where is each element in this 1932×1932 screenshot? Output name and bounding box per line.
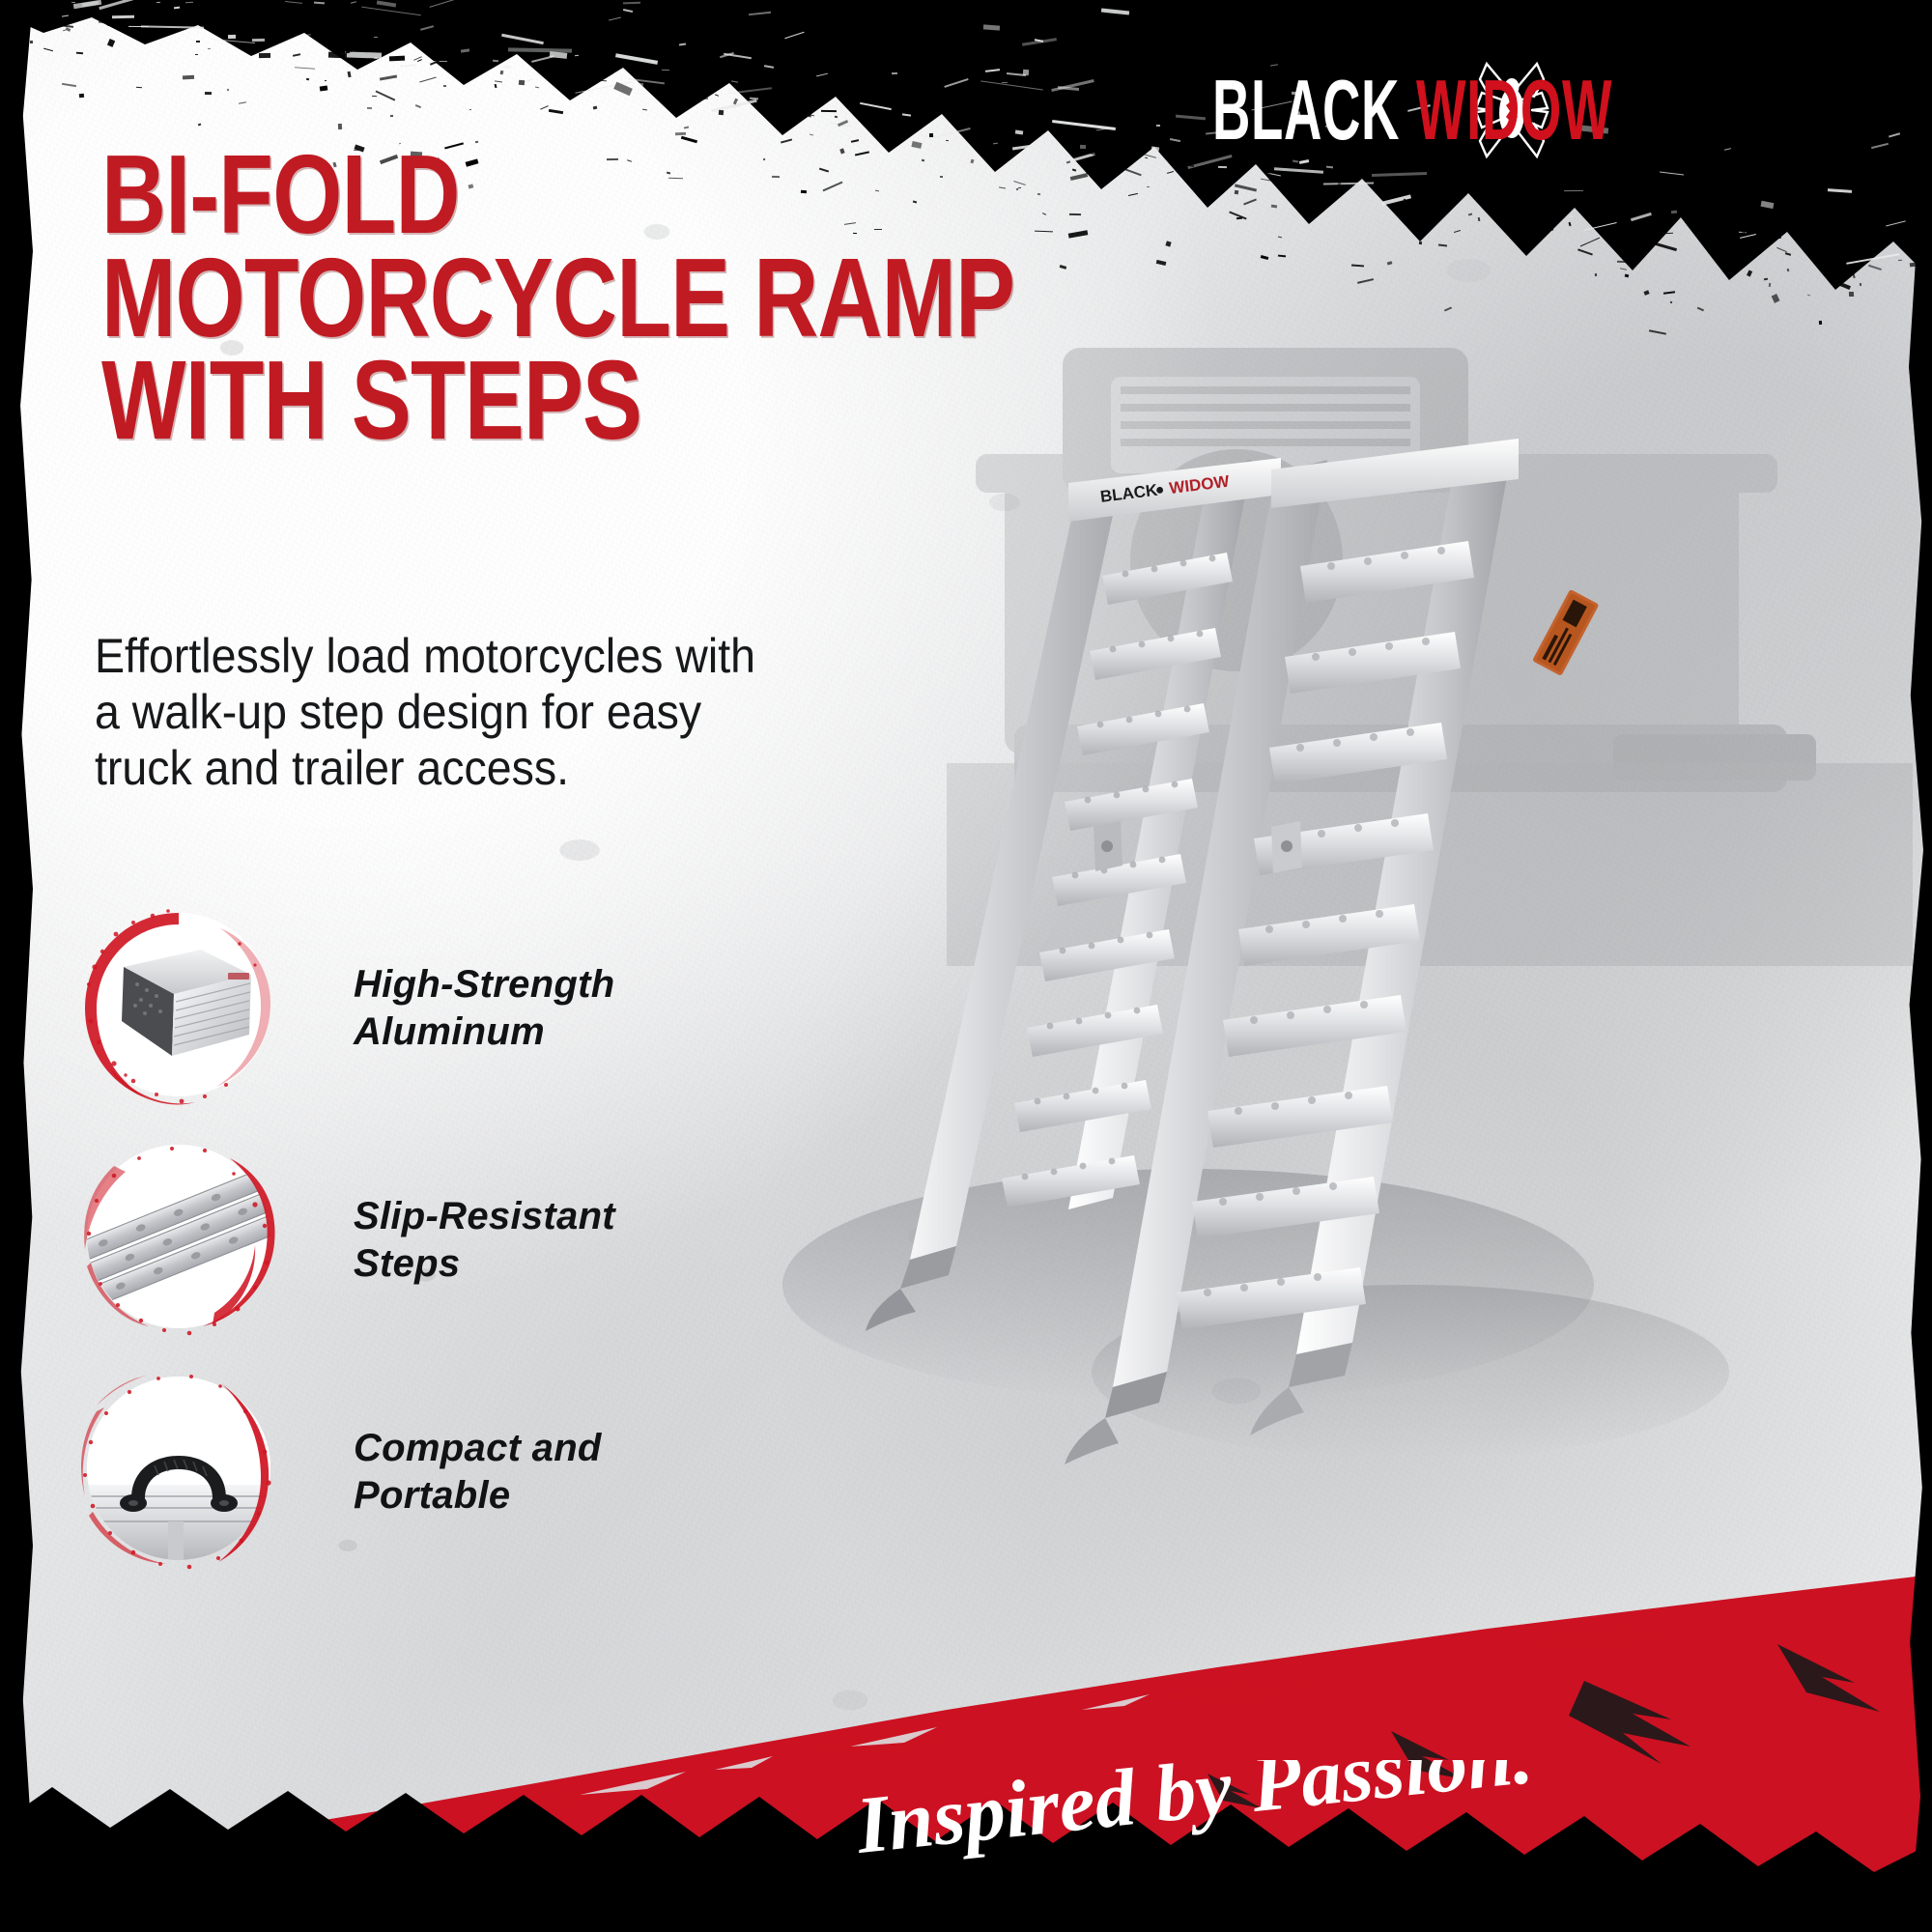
feature-item-slip-resistant-steps: Slip-Resistant Steps [75,1145,674,1348]
headline-line-2: MOTORCYCLE RAMP [101,234,1015,360]
ramp-step-rung-photo [87,1145,270,1328]
subtitle-line-1: Effortlessly load motorcycles with [95,629,755,683]
feature-item-high-strength-aluminum: High-Strength Aluminum [75,909,674,1116]
headline-line-3: WITH STEPS [101,337,642,464]
bifold-hinge [1094,821,1302,873]
carry-handle-photo [87,1377,270,1560]
subtitle: Effortlessly load motorcycles with a wal… [95,628,858,796]
page-title: BI-FOLD MOTORCYCLE RAMP WITH STEPS [101,131,1015,464]
feature-label-line-2: Aluminum [354,1009,545,1053]
feature-label-line-1: Slip-Resistant [354,1195,615,1237]
feature-label-line-1: High-Strength [354,963,615,1006]
headline-line-1: BI-FOLD [101,131,460,257]
feature-label: Compact and Portable [354,1425,672,1520]
folded-ramp-photo [87,913,270,1096]
logo-text-black: BLACK [1212,62,1401,157]
feature-label-line-2: Portable [354,1473,511,1517]
subtitle-line-2: a walk-up step design for easy [95,685,702,739]
feature-list: High-Strength Aluminum [75,909,674,1608]
feature-label-line-1: Compact and [354,1427,602,1469]
subtitle-line-3: truck and trailer access. [95,741,570,795]
warning-label [1533,589,1599,675]
tagline: Inspired by Passion. [850,1760,1546,1895]
feature-label: High-Strength Aluminum [354,961,672,1056]
tagline-text: Inspired by Passion. [851,1760,1536,1871]
feature-image-circle [87,1377,270,1560]
logo-text-widow: WIDOW [1415,62,1613,157]
feature-item-compact-and-portable: Compact and Portable [75,1375,674,1579]
feature-image-circle [87,1145,270,1328]
brand-logo: BLACK WIDOW [1212,58,1733,162]
feature-label: Slip-Resistant Steps [354,1193,672,1288]
product-photo: BLACK WIDOW [734,290,1913,1623]
spider-icon [1474,58,1549,162]
feature-image-circle [87,913,270,1096]
feature-label-line-2: Steps [354,1241,461,1285]
bifold-motorcycle-ramp-with-steps-photo: BLACK WIDOW [782,439,1729,1464]
